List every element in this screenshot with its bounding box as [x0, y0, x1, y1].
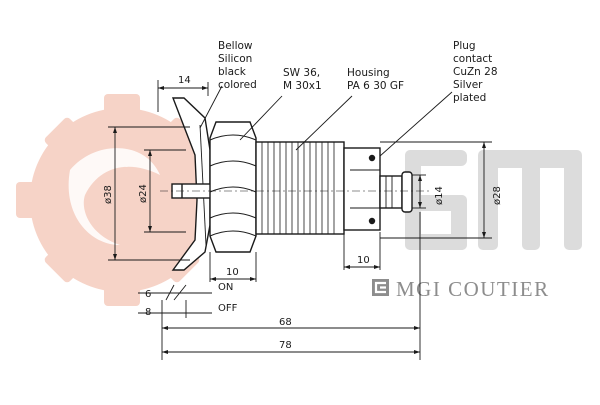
callout-bellow-line1: Bellow [218, 40, 253, 52]
dim-68: 68 [279, 317, 292, 328]
callout-sw: SW 36, M 30x1 [283, 67, 322, 92]
part-drawing [171, 97, 413, 271]
dimension-labels: 14 ø38 ø24 10 10 ø14 ø28 6 ON 8 OFF 68 7… [103, 75, 503, 351]
gear-swoosh [68, 148, 160, 245]
dim-8: 8 [145, 307, 151, 318]
brand-text: MGI COUTIER [396, 277, 550, 301]
callout-bellow-line3: black [218, 66, 247, 78]
dim-phi14: ø14 [434, 186, 445, 205]
connector-body [343, 147, 381, 231]
dim-6: 6 [145, 289, 151, 300]
plug-tip [401, 171, 413, 213]
callout-plug-line4: Silver [453, 79, 483, 91]
callout-plug: Plug contact CuZn 28 Silver plated [453, 40, 498, 104]
callout-housing-line2: PA 6 30 GF [347, 80, 404, 92]
callout-housing-line1: Housing [347, 67, 390, 79]
dim-10-right: 10 [357, 255, 370, 266]
gear-teeth [16, 94, 228, 306]
plug-contact [379, 175, 403, 209]
callout-sw-line1: SW 36, [283, 67, 320, 79]
callout-plug-line3: CuZn 28 [453, 66, 498, 78]
thread-lines [261, 142, 335, 234]
callout-bellow-line2: Silicon [218, 53, 252, 65]
dim-phi24: ø24 [138, 184, 149, 203]
dim-78: 78 [279, 340, 292, 351]
label-on: ON [218, 282, 233, 293]
dim-10-left: 10 [226, 267, 239, 278]
gear-logo [16, 94, 228, 306]
callout-bellow-line4: colored [218, 79, 257, 91]
threaded-housing [255, 141, 345, 235]
brand-logo-mark [374, 281, 386, 294]
callout-plug-line5: plated [453, 92, 486, 104]
leader-lines [199, 85, 453, 157]
dim-phi38: ø38 [103, 185, 114, 204]
label-off: OFF [218, 303, 238, 314]
callout-plug-line2: contact [453, 53, 492, 65]
dim-phi28: ø28 [492, 186, 503, 205]
callout-plug-line1: Plug [453, 40, 476, 52]
arrowheads [113, 86, 486, 354]
callout-bellow: Bellow Silicon black colored [218, 40, 257, 91]
brand-mark: MGI COUTIER [372, 277, 550, 301]
callout-housing: Housing PA 6 30 GF [347, 67, 404, 92]
gear-body [30, 108, 214, 292]
callout-sw-line2: M 30x1 [283, 80, 322, 92]
dim-14-top: 14 [178, 75, 191, 86]
